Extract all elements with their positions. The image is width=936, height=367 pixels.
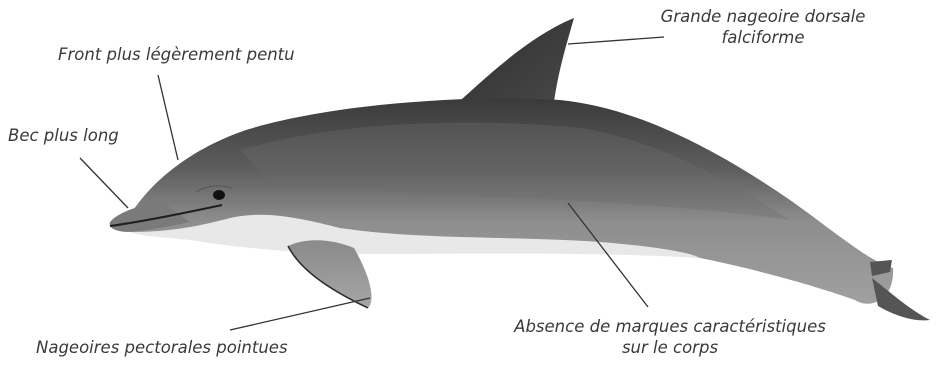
label-body-line2: sur le corps — [490, 337, 850, 358]
leader-pectoral — [230, 298, 370, 330]
label-beak: Bec plus long — [8, 125, 119, 146]
tail-flukes — [870, 260, 930, 320]
leader-beak — [80, 158, 128, 208]
label-dorsal-fin: Grande nageoire dorsale falciforme — [618, 6, 908, 48]
label-pectoral: Nageoires pectorales pointues — [36, 337, 288, 358]
label-body-marks: Absence de marques caractéristiques sur … — [490, 316, 850, 358]
label-dorsal-line1: Grande nageoire dorsale — [618, 6, 908, 27]
label-dorsal-line2: falciforme — [618, 27, 908, 48]
label-forehead: Front plus légèrement pentu — [58, 44, 295, 65]
label-body-line1: Absence de marques caractéristiques — [490, 316, 850, 337]
leader-forehead — [158, 75, 178, 160]
dolphin-eye — [213, 190, 225, 200]
